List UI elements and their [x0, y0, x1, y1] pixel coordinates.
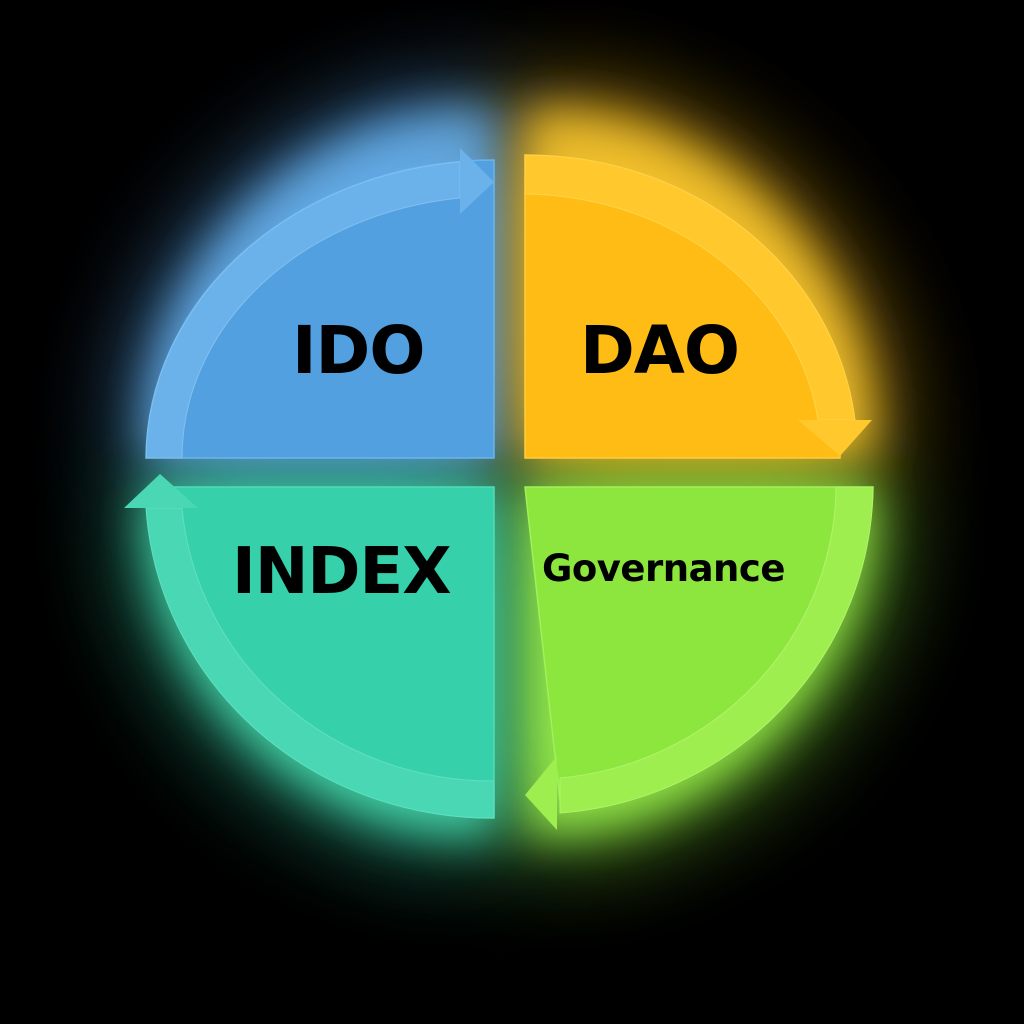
quadrant-ido: [145, 148, 495, 459]
arrowhead-left-icon: [525, 756, 557, 830]
quadrant-label-index: INDEX: [232, 535, 452, 609]
quadrant-dao: [524, 154, 872, 459]
arrow-left-icon: [559, 486, 874, 814]
quadrant-index: [124, 474, 495, 819]
arrowhead-up-icon: [124, 474, 198, 508]
quadrant-governance: [524, 486, 874, 830]
arrowhead-down-icon: [798, 420, 872, 456]
quadrant-label-governance: Governance: [542, 547, 785, 590]
quadrant-label-dao: DAO: [580, 312, 740, 389]
arrowhead-right-icon: [460, 148, 494, 214]
quadrant-label-ido: IDO: [292, 312, 425, 389]
